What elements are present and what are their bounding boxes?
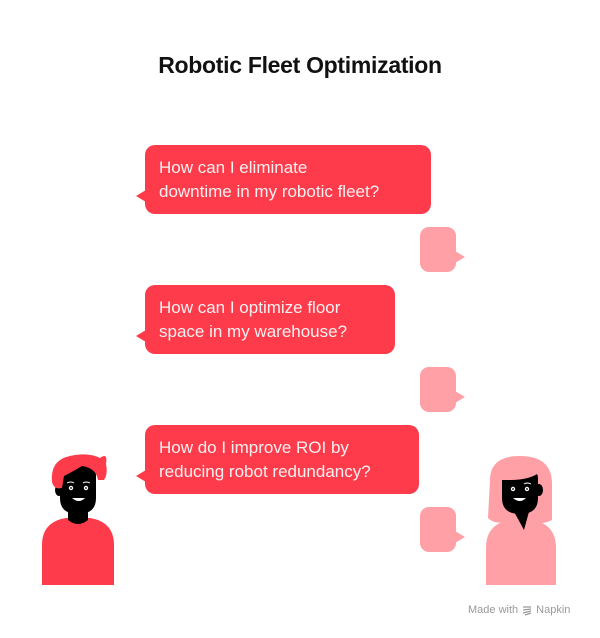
question-2-line-1: How can I optimize floor (159, 298, 341, 317)
man-avatar-icon (42, 454, 114, 585)
question-2-line-2: space in my warehouse? (159, 322, 348, 341)
answer-bubble-1 (420, 227, 465, 272)
watermark-prefix: Made with (468, 604, 519, 616)
diagram-title: Robotic Fleet Optimization (158, 52, 442, 78)
woman-avatar-icon (486, 456, 556, 585)
question-bubble-2: How can I optimize floor space in my war… (136, 285, 395, 354)
napkin-logo-icon (522, 605, 532, 616)
question-bubble-1: How can I eliminate downtime in my robot… (136, 145, 431, 214)
question-1-line-1: How can I eliminate (159, 158, 308, 177)
answer-bubble-2 (420, 367, 465, 412)
question-1-line-2: downtime in my robotic fleet? (159, 182, 380, 201)
question-3-line-2: reducing robot redundancy? (159, 462, 371, 481)
napkin-watermark: Made with Napkin (468, 604, 570, 616)
question-bubble-3: How do I improve ROI by reducing robot r… (136, 425, 419, 494)
answer-bubble-3 (420, 507, 465, 552)
watermark-brand: Napkin (536, 604, 571, 616)
question-3-line-1: How do I improve ROI by (159, 438, 349, 457)
